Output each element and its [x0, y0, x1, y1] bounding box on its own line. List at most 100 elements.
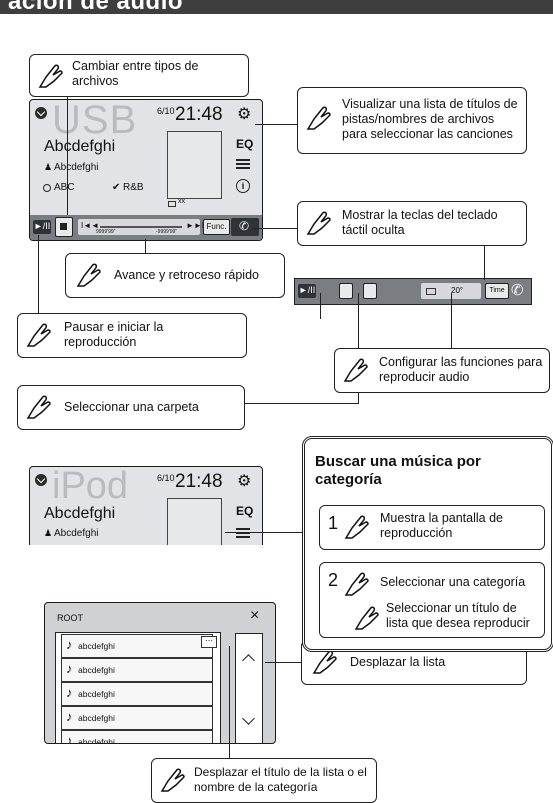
shuffle-mode-label[interactable]: 20°: [451, 286, 464, 295]
ipod-list-icon[interactable]: [236, 527, 250, 539]
step-1-box: 1 Muestra la pantalla de reproducción: [319, 505, 545, 550]
hand-pointer-icon: [343, 358, 368, 382]
clock: 21:48: [175, 104, 223, 125]
artist-name: Abcdefghi: [54, 162, 99, 173]
play-pause-button[interactable]: ►/II: [33, 220, 51, 234]
repeat-label: xx: [178, 198, 185, 205]
elapsed-time: 9999'99": [96, 229, 116, 235]
function-key-bar: ►/II 20° Time ✆: [294, 278, 532, 305]
ipod-playback-screen: iPod 6/10 21:48 ⚙ Abcdefghi ♟ Abcdefghi …: [29, 466, 263, 545]
usb-playback-screen: USB 6/10 21:48 ⚙ Abcdefghi ♟ Abcdefghi A…: [29, 99, 263, 241]
list-item[interactable]: ♪abcdefghi: [61, 682, 213, 706]
callout-text: Cambiar entre tipos de archivos: [72, 59, 199, 88]
audio-function-buttons[interactable]: 20°: [421, 283, 481, 299]
ipod-artist-icon: ♟: [44, 528, 53, 538]
scroll-buttons: [235, 633, 263, 743]
callout-text: Mostrar la teclas del teclado táctil ocu…: [342, 208, 498, 237]
step-number: 1: [328, 513, 339, 533]
list-item[interactable]: ♪abcdefghi: [61, 730, 213, 744]
list-item[interactable]: ♪abcdefghi: [61, 706, 213, 730]
time-button[interactable]: Time: [485, 283, 509, 299]
callout-text: Desplazar el título de la lista o el nom…: [194, 765, 367, 794]
step-2-box: 2 Seleccionar una categoría Seleccionar …: [319, 562, 545, 638]
artist-icon: ♟: [44, 162, 53, 172]
eq-button[interactable]: EQ: [236, 137, 254, 151]
source-watermark: USB: [52, 99, 138, 142]
date-label: 6/10: [157, 106, 175, 116]
repeat-icon[interactable]: [168, 201, 176, 207]
callout-pause-play: Pausar e iniciar la reproducción: [17, 313, 247, 358]
connector-line: [451, 293, 452, 348]
phone-key-button[interactable]: ✆: [231, 218, 259, 236]
settings-gear-icon[interactable]: ⚙: [237, 106, 252, 123]
ipod-settings-gear-icon[interactable]: ⚙: [237, 473, 252, 490]
chevron-down-icon: [36, 474, 46, 484]
connector-line: [145, 239, 146, 253]
connector-line: [225, 532, 302, 533]
genre-name: R&B: [123, 182, 144, 193]
bar-phone-icon[interactable]: ✆: [511, 282, 524, 299]
list-icon[interactable]: [236, 158, 250, 170]
seek-bar[interactable]: I◄◄ ►►I 9999'99" -9999'99": [78, 219, 204, 235]
music-note-icon: ♪: [66, 637, 73, 652]
hand-pointer-icon: [354, 606, 379, 630]
music-note-icon: ♪: [66, 661, 73, 676]
hand-pointer-icon: [76, 263, 101, 287]
ipod-clock: 21:48: [175, 471, 223, 492]
source-icon[interactable]: [35, 107, 47, 119]
next-glyph[interactable]: ►►I: [186, 221, 205, 230]
chevron-down-icon: [36, 107, 46, 117]
scroll-up-icon[interactable]: [242, 654, 255, 667]
section-header: ación de audio: [0, 0, 553, 14]
list-header: ROOT: [57, 613, 83, 623]
album-name: ABC: [54, 182, 75, 193]
info-icon[interactable]: i: [236, 179, 250, 193]
ipod-date-label: 6/10: [157, 473, 175, 483]
hand-pointer-icon: [306, 211, 331, 235]
hand-pointer-icon: [344, 572, 369, 596]
album-art: [167, 131, 222, 199]
connector-line: [67, 95, 68, 215]
file-type-button[interactable]: [55, 217, 73, 237]
genre-icon: ✔: [112, 182, 121, 193]
callout-show-list: Visualizar una lista de títulos de pista…: [297, 87, 527, 154]
callout-configure: Configurar las funciones para reproducir…: [334, 348, 550, 393]
hand-pointer-icon: [306, 106, 331, 130]
album-icon: [43, 184, 51, 192]
prev-glyph[interactable]: I◄◄: [81, 221, 100, 230]
section-title: ación de audio: [8, 0, 184, 14]
hand-pointer-icon: [160, 768, 185, 792]
list-item[interactable]: ♪abcdefghi: [61, 634, 213, 658]
connector-line: [320, 293, 321, 319]
callout-text: Desplazar la lista: [350, 655, 446, 669]
folder-next-button[interactable]: [363, 283, 377, 299]
callout-scroll-title: Desplazar el título de la lista o el nom…: [151, 758, 377, 803]
callout-text: Configurar las funciones para reproducir…: [379, 355, 543, 384]
callout-show-keys: Mostrar la teclas del teclado táctil ocu…: [297, 201, 527, 246]
connector-line: [243, 403, 359, 404]
step-subtext: Seleccionar un título de lista que desea…: [386, 601, 530, 630]
list-item[interactable]: ♪abcdefghi: [61, 658, 213, 682]
folder-prev-button[interactable]: [339, 283, 353, 299]
ipod-source-icon[interactable]: [35, 474, 47, 486]
list-screen: ROOT × ♪abcdefghi ♪abcdefghi ♪abcdefghi …: [44, 602, 276, 744]
ipod-album-art: [167, 498, 222, 545]
scroll-down-icon[interactable]: [242, 712, 255, 725]
connector-line: [254, 228, 298, 229]
func-button[interactable]: Func.: [203, 219, 230, 235]
connector-line: [229, 646, 230, 758]
connector-line: [38, 235, 39, 313]
more-text-button[interactable]: ⋯: [201, 636, 217, 648]
repeat-mode-icon[interactable]: [426, 288, 436, 295]
music-note-icon: ♪: [66, 733, 73, 744]
hand-pointer-icon: [26, 395, 51, 419]
ipod-eq-button[interactable]: EQ: [236, 504, 254, 518]
remaining-time: -9999'99": [156, 229, 178, 235]
progress-track[interactable]: [100, 226, 182, 228]
music-note-icon: ♪: [66, 709, 73, 724]
callout-fast-forward: Avance y retroceso rápido: [65, 253, 285, 298]
bar-play-pause-button[interactable]: ►/II: [298, 284, 316, 298]
hand-pointer-icon: [26, 323, 51, 347]
close-icon[interactable]: ×: [250, 607, 260, 624]
connector-line: [255, 124, 297, 125]
